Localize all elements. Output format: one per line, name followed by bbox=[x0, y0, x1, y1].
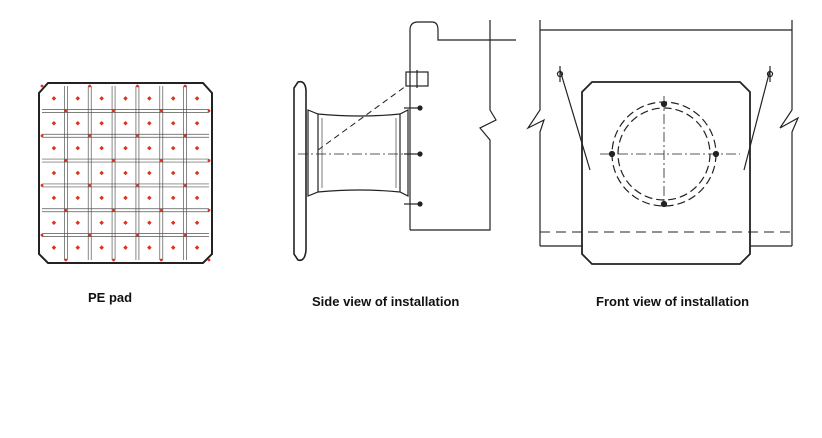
pe-pad-dot bbox=[207, 208, 211, 212]
pe-pad-dot bbox=[64, 159, 68, 162]
pe-pad-dot bbox=[75, 96, 81, 101]
pe-pad-dot bbox=[170, 121, 176, 126]
pe-pad-dot bbox=[159, 159, 163, 162]
pe-pad-dot bbox=[51, 245, 57, 250]
pe-pad-dot bbox=[64, 109, 68, 113]
front-chain-right bbox=[743, 69, 771, 171]
pe-pad-dot bbox=[75, 195, 81, 201]
front-view-caption: Front view of installation bbox=[596, 294, 750, 309]
front-chain-left bbox=[559, 69, 591, 171]
pe-pad-dot bbox=[64, 258, 68, 262]
pe-pad-dot bbox=[207, 159, 211, 162]
pe-pad-dot bbox=[51, 96, 57, 101]
pe-pad-dot bbox=[75, 220, 81, 225]
side-fender-body bbox=[307, 109, 409, 197]
pe-pad-dot bbox=[123, 220, 128, 225]
pe-pad-dot bbox=[40, 184, 44, 187]
pe-pad-dot bbox=[75, 170, 81, 176]
pe-pad-dot bbox=[170, 96, 176, 101]
pe-pad-dot bbox=[123, 245, 128, 250]
pe-pad-dot bbox=[183, 184, 187, 187]
pe-pad-dot bbox=[194, 96, 200, 101]
pe-pad-dot bbox=[51, 220, 57, 225]
pe-pad-dot bbox=[99, 195, 104, 201]
pe-pad-dot bbox=[123, 170, 128, 176]
pe-pad-dot bbox=[183, 84, 187, 88]
pe-pad-dot bbox=[123, 96, 128, 101]
pe-pad-dot bbox=[64, 208, 68, 212]
side-quay-wall bbox=[409, 21, 516, 230]
pe-pad-dot bbox=[88, 134, 92, 138]
pe-pad-dot bbox=[40, 134, 44, 138]
pe-pad-dot bbox=[112, 208, 115, 212]
pe-pad-drawing bbox=[38, 82, 213, 264]
front-pad bbox=[581, 81, 751, 265]
pe-pad-dot bbox=[183, 233, 187, 237]
side-bolt-1 bbox=[417, 105, 423, 111]
pe-pad-dot bbox=[207, 109, 211, 113]
pe-pad-dot bbox=[112, 258, 115, 262]
pe-pad-dot bbox=[88, 233, 92, 237]
pe-pad-dot bbox=[51, 121, 57, 126]
pe-pad-dot bbox=[159, 208, 163, 212]
front-wall-left bbox=[526, 20, 546, 246]
pe-pad-dot bbox=[194, 121, 200, 126]
pe-pad-dot bbox=[136, 134, 139, 138]
front-bolt-bottom bbox=[660, 200, 668, 208]
pe-pad-dot bbox=[183, 134, 187, 138]
front-anchor-bolt-left bbox=[556, 70, 564, 78]
pe-pad-dot bbox=[159, 109, 163, 113]
front-bolt-top bbox=[660, 100, 668, 108]
front-bolt-right bbox=[712, 150, 720, 158]
side-view-caption: Side view of installation bbox=[312, 294, 460, 309]
pe-pad-dot bbox=[136, 184, 139, 187]
front-bolt-left bbox=[608, 150, 616, 158]
pe-pad-dot bbox=[88, 184, 92, 187]
side-quay-front bbox=[410, 20, 497, 231]
pe-pad-dot bbox=[207, 258, 211, 262]
pe-pad-grid bbox=[42, 86, 209, 260]
pe-pad-dot bbox=[75, 121, 81, 126]
side-bolt-3 bbox=[417, 201, 423, 207]
pe-pad-dot bbox=[88, 84, 92, 88]
pe-pad-dot bbox=[136, 84, 139, 88]
side-chain-dashed bbox=[317, 85, 407, 151]
pe-pad-dot bbox=[123, 121, 128, 126]
pe-pad-dot bbox=[75, 145, 81, 151]
pe-pad-caption: PE pad bbox=[88, 290, 133, 305]
pe-pad-dot bbox=[51, 145, 57, 151]
pe-pad-dot bbox=[159, 258, 163, 262]
front-anchor-bolt-right bbox=[766, 70, 774, 78]
pe-pad-dot bbox=[136, 233, 139, 237]
pe-pad-dot bbox=[99, 170, 104, 176]
pe-pad-dot bbox=[75, 245, 81, 250]
pe-pad-dot bbox=[123, 195, 128, 201]
pe-pad-dot bbox=[112, 109, 115, 113]
pe-pad-dot bbox=[123, 145, 128, 151]
pe-pad-dot bbox=[40, 84, 44, 88]
side-pad-plate bbox=[293, 80, 307, 262]
side-bolt-2 bbox=[417, 151, 423, 157]
front-wall-right bbox=[779, 20, 800, 246]
pe-pad-dot bbox=[112, 159, 115, 162]
pe-pad-dot bbox=[40, 233, 44, 237]
side-view-drawing bbox=[293, 20, 516, 262]
front-view-drawing bbox=[526, 20, 800, 265]
